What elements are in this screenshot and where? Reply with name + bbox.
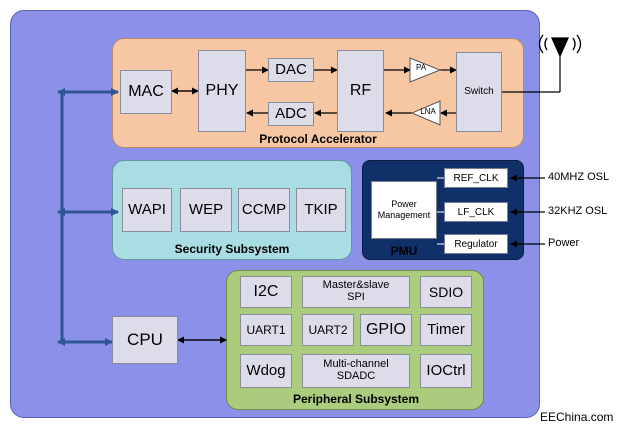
- sdio-block: SDIO: [420, 276, 472, 308]
- ioctrl-block: IOCtrl: [420, 354, 472, 388]
- ref-clk-block: REF_CLK: [444, 168, 508, 188]
- wapi-block: WAPI: [122, 188, 172, 232]
- antenna-icon: [538, 34, 582, 58]
- mac-block: MAC: [120, 70, 172, 114]
- power-input-label: Power: [548, 237, 580, 249]
- wep-block: WEP: [180, 188, 232, 232]
- osc-40mhz-label: 40MHZ OSL: [548, 171, 610, 183]
- gpio-block: GPIO: [360, 314, 412, 346]
- pmu-label: PMU: [390, 244, 418, 258]
- peripheral-subsystem-label: Peripheral Subsystem: [292, 392, 420, 406]
- source-credit: EEChina.com: [540, 410, 614, 424]
- ccmp-block: CCMP: [238, 188, 290, 232]
- tkip-block: TKIP: [296, 188, 346, 232]
- uart2-block: UART2: [302, 314, 354, 346]
- dac-block: DAC: [268, 58, 314, 82]
- lna-label: LNA: [420, 107, 436, 116]
- power-management-block: Power Management: [371, 181, 437, 239]
- phy-block: PHY: [198, 50, 246, 132]
- lna-amplifier: [410, 100, 441, 126]
- i2c-block: I2C: [240, 276, 292, 308]
- protocol-accelerator-label: Protocol Accelerator: [259, 132, 377, 146]
- pa-label: PA: [415, 63, 427, 72]
- protocol-accelerator-region: [112, 38, 524, 148]
- cpu-block: CPU: [112, 316, 178, 364]
- rf-block: RF: [337, 50, 384, 132]
- timer-block: Timer: [420, 314, 472, 346]
- lf-clk-block: LF_CLK: [444, 202, 508, 222]
- osc-32khz-label: 32KHZ OSL: [548, 205, 608, 217]
- system-bus: [57, 88, 119, 346]
- adc-block: ADC: [268, 102, 314, 126]
- sdadc-block: Multi-channel SDADC: [302, 354, 410, 388]
- switch-block: Switch: [456, 52, 502, 132]
- regulator-block: Regulator: [444, 234, 508, 254]
- spi-block: Master&slave SPI: [302, 276, 410, 308]
- wdog-block: Wdog: [240, 354, 292, 388]
- security-subsystem-label: Security Subsystem: [174, 242, 290, 256]
- pa-amplifier: [409, 57, 442, 83]
- uart1-block: UART1: [240, 314, 292, 346]
